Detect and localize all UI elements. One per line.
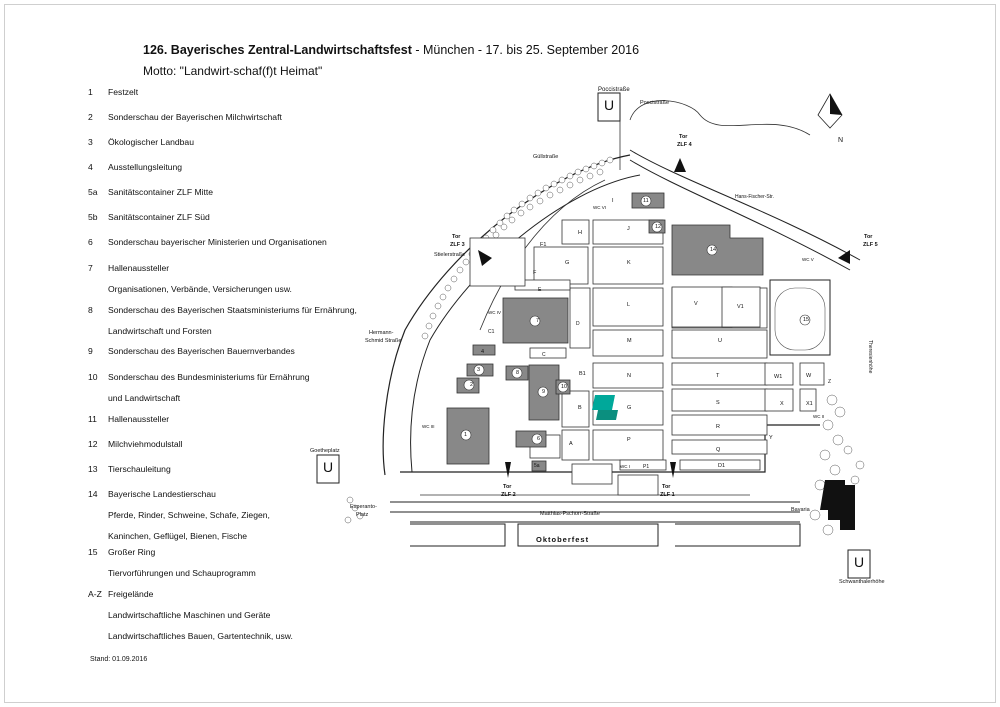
legend-text: Sonderschau bayerischer Ministerien und …	[108, 237, 327, 247]
legend-text: Tierschauleitung	[108, 464, 171, 474]
legend-key: 3	[88, 137, 93, 147]
oktoberfest-west	[410, 523, 506, 547]
legend-text: Sanitätscontainer ZLF Süd	[108, 212, 210, 222]
ring-track	[774, 287, 826, 351]
road-hans-fischer-inner	[629, 159, 851, 271]
hall-4	[472, 344, 496, 356]
legend-text: Kaninchen, Geflügel, Bienen, Fische	[108, 531, 248, 541]
oktoberfest-east	[675, 523, 801, 547]
gate-zlf1-marker	[670, 462, 676, 478]
boundary-west-inner	[410, 174, 641, 473]
legend-key: 14	[88, 489, 98, 499]
legend-key: 4	[88, 162, 93, 172]
subway-stations	[316, 92, 871, 579]
legend-text: Großer Ring	[108, 547, 156, 557]
legend-text: Pferde, Rinder, Schweine, Schafe, Ziegen…	[108, 510, 270, 520]
legend-key: 6	[88, 237, 93, 247]
legend-text: Hallenaussteller	[108, 263, 170, 273]
legend-text: Landwirtschaft und Forsten	[108, 326, 212, 336]
legend-text: Landwirtschaftliche Maschinen und Geräte	[108, 610, 271, 620]
hall-number-circles	[460, 195, 811, 445]
legend-key: 10	[88, 372, 98, 382]
legend-text: und Landwirtschaft	[108, 393, 181, 403]
gate-markers	[478, 158, 850, 478]
legend-text: Sonderschau des Bayerischen Bauernverban…	[108, 346, 295, 356]
title-rest: - München - 17. bis 25. September 2016	[411, 43, 640, 57]
subway-schwanthalerhoehe	[847, 549, 871, 579]
legend-key: 2	[88, 112, 93, 122]
legend-text: Hallenaussteller	[108, 414, 170, 424]
legend-key: 15	[88, 547, 98, 557]
legend-text: Sanitätscontainer ZLF Mitte	[108, 187, 214, 197]
legend-text: Landwirtschaftliches Bauen, Gartentechni…	[108, 631, 293, 641]
legend-key: 5a	[88, 187, 98, 197]
legend-text: Milchviehmodulstall	[108, 439, 183, 449]
gate-zlf3-marker	[478, 250, 492, 266]
legend-key: 11	[88, 414, 97, 424]
trees	[344, 156, 865, 536]
legend-key: 5b	[88, 212, 98, 222]
legend-text: Sonderschau des Bayerischen Staatsminist…	[108, 305, 357, 315]
legend-key: A-Z	[88, 589, 102, 599]
legend-key: 7	[88, 263, 93, 273]
legend-key: 8	[88, 305, 93, 315]
area-grid	[469, 219, 825, 496]
legend-text: Bayerische Landestierschau	[108, 489, 216, 499]
legend-text: Freigelände	[108, 589, 154, 599]
page-title: 126. Bayerisches Zentral-Landwirtschafts…	[143, 43, 639, 57]
path-north	[629, 100, 811, 136]
title-main: 126. Bayerisches Zentral-Landwirtschafts…	[143, 43, 412, 57]
legend-text: Sonderschau der Bayerischen Milchwirtsch…	[108, 112, 282, 122]
gate-zlf4-marker	[674, 158, 686, 172]
legend-text: Festzelt	[108, 87, 139, 97]
path-inner	[479, 179, 606, 331]
legend-key: 9	[88, 346, 93, 356]
motto: Motto: "Landwirt-schaf(f)t Heimat"	[143, 64, 323, 78]
compass	[817, 93, 843, 129]
stand-date: Stand: 01.09.2016	[90, 656, 148, 663]
oktoberfest-block	[517, 523, 659, 547]
subway-goetheplatz	[316, 454, 340, 484]
legend-key: 12	[88, 439, 98, 449]
gate-zlf5-marker	[838, 250, 850, 264]
legend-text: Tiervorführungen und Schauprogramm	[108, 568, 256, 578]
road-hans-fischer	[629, 149, 861, 261]
pm-logo	[592, 395, 618, 420]
legend-key: 1	[88, 87, 93, 97]
bavaria-building	[820, 480, 855, 530]
grosser-ring	[769, 279, 831, 356]
hall-14	[671, 224, 764, 276]
bldg-5a	[531, 460, 547, 472]
subway-poccistrasse	[597, 92, 621, 122]
page-frame	[4, 4, 996, 703]
legend-text: Ausstellungsleitung	[108, 162, 183, 172]
legend-text: Sonderschau des Bundesministeriums für E…	[108, 372, 310, 382]
legend-key: 13	[88, 464, 98, 474]
legend-text: Ökologischer Landbau	[108, 137, 194, 147]
gate-zlf2-marker	[505, 462, 511, 478]
site-map	[316, 92, 871, 579]
legend-text: Organisationen, Verbände, Versicherungen…	[108, 284, 292, 294]
